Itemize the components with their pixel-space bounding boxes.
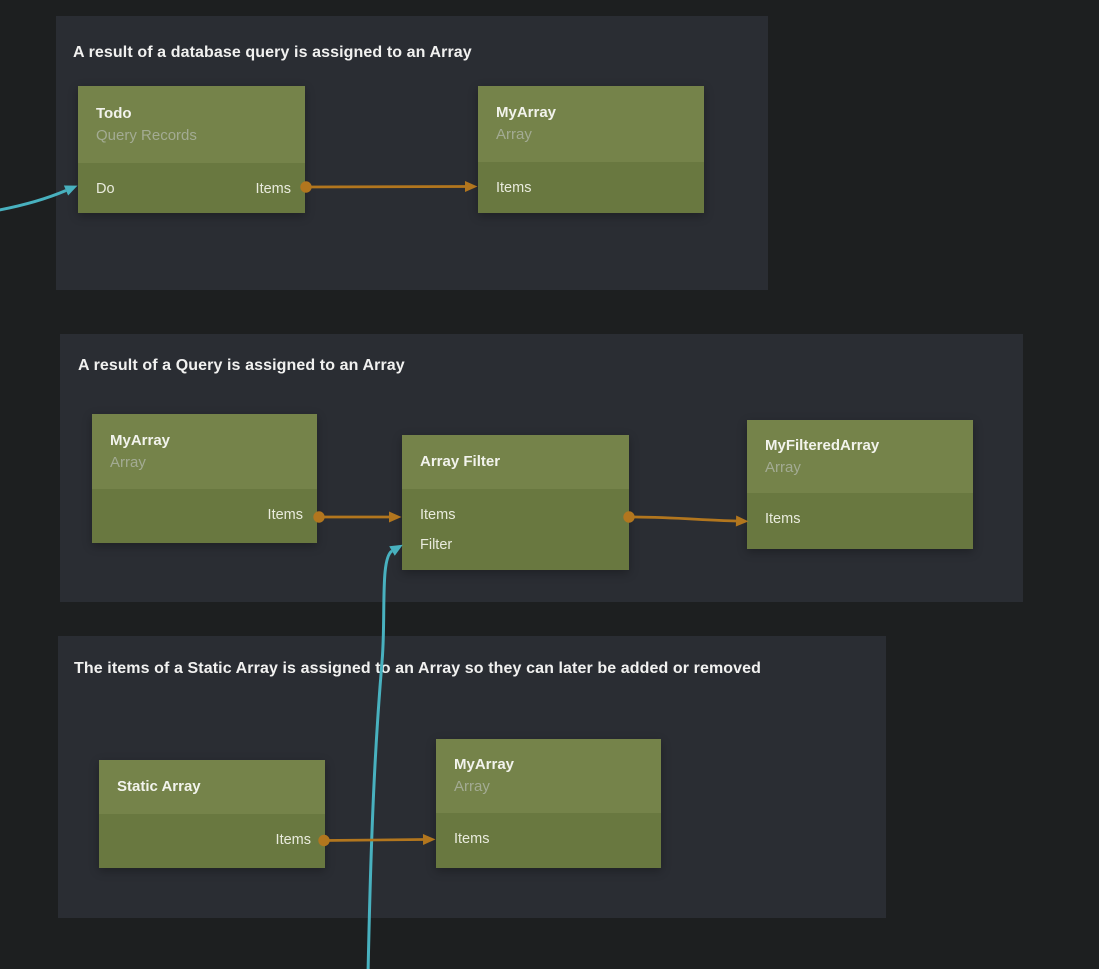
port-row: Items [92,500,317,530]
group-frame-database-query[interactable]: A result of a database query is assigned… [56,16,768,290]
group-frame-static-array[interactable]: The items of a Static Array is assigned … [58,636,886,918]
group-title: A result of a database query is assigned… [73,44,472,61]
node-title: MyArray [454,756,515,773]
node-myarray-target[interactable]: MyArray Array Items [436,739,661,868]
input-port-filter[interactable]: Filter [420,537,453,553]
port-row: Items [747,504,973,534]
node-title: MyArray [496,104,557,121]
node-ports: Items [99,814,325,868]
node-array-filter[interactable]: Array Filter Items Filter [402,435,629,570]
port-row: Items [99,825,325,855]
group-title: The items of a Static Array is assigned … [74,660,762,677]
node-subtitle: Array [454,778,490,795]
node-title: Array Filter [420,453,501,470]
node-myarray-source[interactable]: MyArray Array Items [92,414,317,543]
group-frame-query[interactable]: A result of a Query is assigned to an Ar… [60,334,1023,602]
node-ports: Items [478,162,704,213]
input-port-items[interactable]: Items [496,180,532,196]
input-port-items[interactable]: Items [454,831,490,847]
output-port-items[interactable]: Items [275,832,311,848]
node-header: Todo Query Records [78,86,305,163]
group-title: A result of a Query is assigned to an Ar… [78,357,405,374]
node-title: Todo [96,104,132,122]
port-row: Items [436,824,661,854]
input-port-do[interactable]: Do [96,181,115,197]
port-row: Filter [402,530,629,560]
node-myfilteredarray[interactable]: MyFilteredArray Array Items [747,420,973,549]
input-port-items[interactable]: Items [765,511,801,527]
node-header: MyArray Array [436,739,661,813]
node-header: Static Array [99,760,325,814]
node-ports: Items Filter [402,489,629,570]
node-header: Array Filter [402,435,629,489]
node-subtitle: Query Records [96,126,197,144]
node-title: Static Array [117,778,201,795]
port-row: Items [478,173,704,203]
node-subtitle: Array [110,453,146,471]
node-ports: Do Items [78,163,305,213]
node-header: MyArray Array [478,86,704,162]
node-todo[interactable]: Todo Query Records Do Items [78,86,305,213]
node-title: MyArray [110,431,171,449]
node-header: MyArray Array [92,414,317,489]
node-header: MyFilteredArray Array [747,420,973,493]
port-row: Do Items [78,174,305,204]
node-ports: Items [747,493,973,549]
port-row: Items [402,500,629,530]
node-ports: Items [436,813,661,868]
output-port-items[interactable]: Items [267,507,303,523]
node-subtitle: Array [765,458,801,476]
node-myarray[interactable]: MyArray Array Items [478,86,704,213]
node-static-array[interactable]: Static Array Items [99,760,325,868]
output-port-items[interactable]: Items [255,181,291,197]
input-port-items[interactable]: Items [420,507,456,523]
node-subtitle: Array [496,126,532,143]
node-title: MyFilteredArray [765,436,880,454]
node-ports: Items [92,489,317,543]
